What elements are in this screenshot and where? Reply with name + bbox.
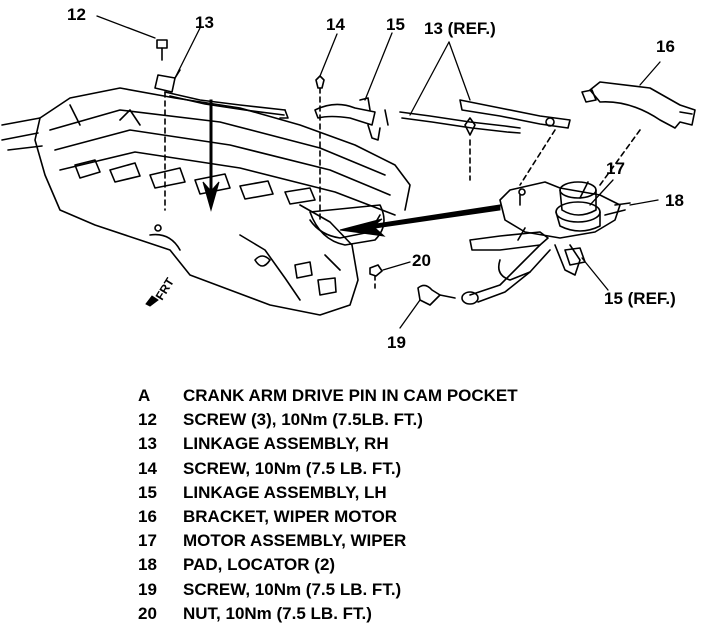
- legend-key: 13: [138, 434, 157, 454]
- leader-lines: [96, 15, 661, 329]
- legend-row: 19 SCREW, 10Nm (7.5 LB. FT.): [138, 578, 698, 602]
- callout-18: 18: [665, 191, 684, 210]
- leader-16: [639, 61, 661, 86]
- legend-text: SCREW (3), 10Nm (7.5LB. FT.): [183, 410, 423, 430]
- callout-13-ref: 13 (REF.): [424, 19, 496, 38]
- callout-15-ref: 15 (REF.): [604, 289, 676, 308]
- legend-row: 12 SCREW (3), 10Nm (7.5LB. FT.): [138, 408, 698, 432]
- legend-row: A CRANK ARM DRIVE PIN IN CAM POCKET: [138, 384, 698, 408]
- leader-17: [589, 179, 614, 206]
- nut-20: [369, 264, 383, 291]
- wiper-motor-bracket: [581, 81, 696, 186]
- screw-19: [417, 284, 456, 306]
- wiper-linkage-diagram: 12 13 14 15 13 (REF.) 16 17 18 20 19 15 …: [1, 5, 696, 352]
- legend-text: MOTOR ASSEMBLY, WIPER: [183, 531, 407, 551]
- callout-labels: 12 13 14 15 13 (REF.) 16 17 18 20 19 15 …: [67, 5, 684, 352]
- frt-label: FRT: [153, 275, 178, 303]
- leader-12: [96, 15, 156, 39]
- legend-text: CRANK ARM DRIVE PIN IN CAM POCKET: [183, 386, 518, 406]
- callout-12: 12: [67, 5, 86, 24]
- legend-key: 20: [138, 603, 157, 623]
- legend-row: 18 PAD, LOCATOR (2): [138, 553, 698, 577]
- legend-row: 17 MOTOR ASSEMBLY, WIPER: [138, 529, 698, 553]
- legend-row: 13 LINKAGE ASSEMBLY, RH: [138, 432, 698, 456]
- rh-linkage-assembly: [154, 39, 289, 211]
- callout-16: 16: [656, 37, 675, 56]
- leader-13ref-b: [448, 41, 471, 101]
- legend-key: 15: [138, 482, 157, 502]
- callout-13: 13: [195, 13, 214, 32]
- legend-key: A: [138, 386, 151, 406]
- legend-row: 16 BRACKET, WIPER MOTOR: [138, 505, 698, 529]
- rh-linkage-reference: [399, 99, 571, 186]
- leader-18: [629, 199, 659, 206]
- frt-arrow-icon: [145, 295, 159, 307]
- leader-14: [319, 33, 338, 77]
- legend-key: 18: [138, 555, 157, 575]
- leader-13ref-a: [409, 41, 450, 116]
- leader-20: [382, 261, 411, 271]
- legend-row: 20 NUT, 10Nm (7.5 LB. FT.): [138, 602, 698, 626]
- assembly-arrows: [145, 99, 501, 307]
- callout-17: 17: [606, 159, 625, 178]
- callout-14: 14: [326, 15, 345, 34]
- callout-15: 15: [386, 15, 405, 34]
- leader-15: [364, 32, 393, 101]
- leader-15ref: [581, 257, 609, 291]
- wiper-motor-assembly: [461, 181, 626, 305]
- legend-key: 16: [138, 507, 157, 527]
- callout-19: 19: [387, 333, 406, 352]
- legend-key: 14: [138, 458, 157, 478]
- left-arrow-icon: [339, 204, 501, 237]
- callout-20: 20: [412, 251, 431, 270]
- legend-key: 19: [138, 579, 157, 599]
- legend-text: BRACKET, WIPER MOTOR: [183, 507, 398, 527]
- down-arrow-icon: [202, 99, 220, 212]
- legend-text: PAD, LOCATOR (2): [183, 555, 336, 575]
- legend-text: SCREW, 10Nm (7.5 LB. FT.): [183, 458, 402, 478]
- legend-text: LINKAGE ASSEMBLY, LH: [183, 482, 387, 502]
- leader-13: [174, 27, 201, 79]
- legend-key: 17: [138, 531, 157, 551]
- legend-key: 12: [138, 410, 157, 430]
- legend-row: 15 LINKAGE ASSEMBLY, LH: [138, 481, 698, 505]
- legend-text: NUT, 10Nm (7.5 LB. FT.): [183, 603, 372, 623]
- legend-text: LINKAGE ASSEMBLY, RH: [183, 434, 389, 454]
- legend-text: SCREW, 10Nm (7.5 LB. FT.): [183, 579, 402, 599]
- leader-19: [399, 299, 421, 329]
- locator-pad: [564, 202, 631, 266]
- cowl-panel: [1, 87, 411, 316]
- lh-linkage-assembly: [309, 75, 389, 239]
- legend-row: 14 SCREW, 10Nm (7.5 LB. FT.): [138, 457, 698, 481]
